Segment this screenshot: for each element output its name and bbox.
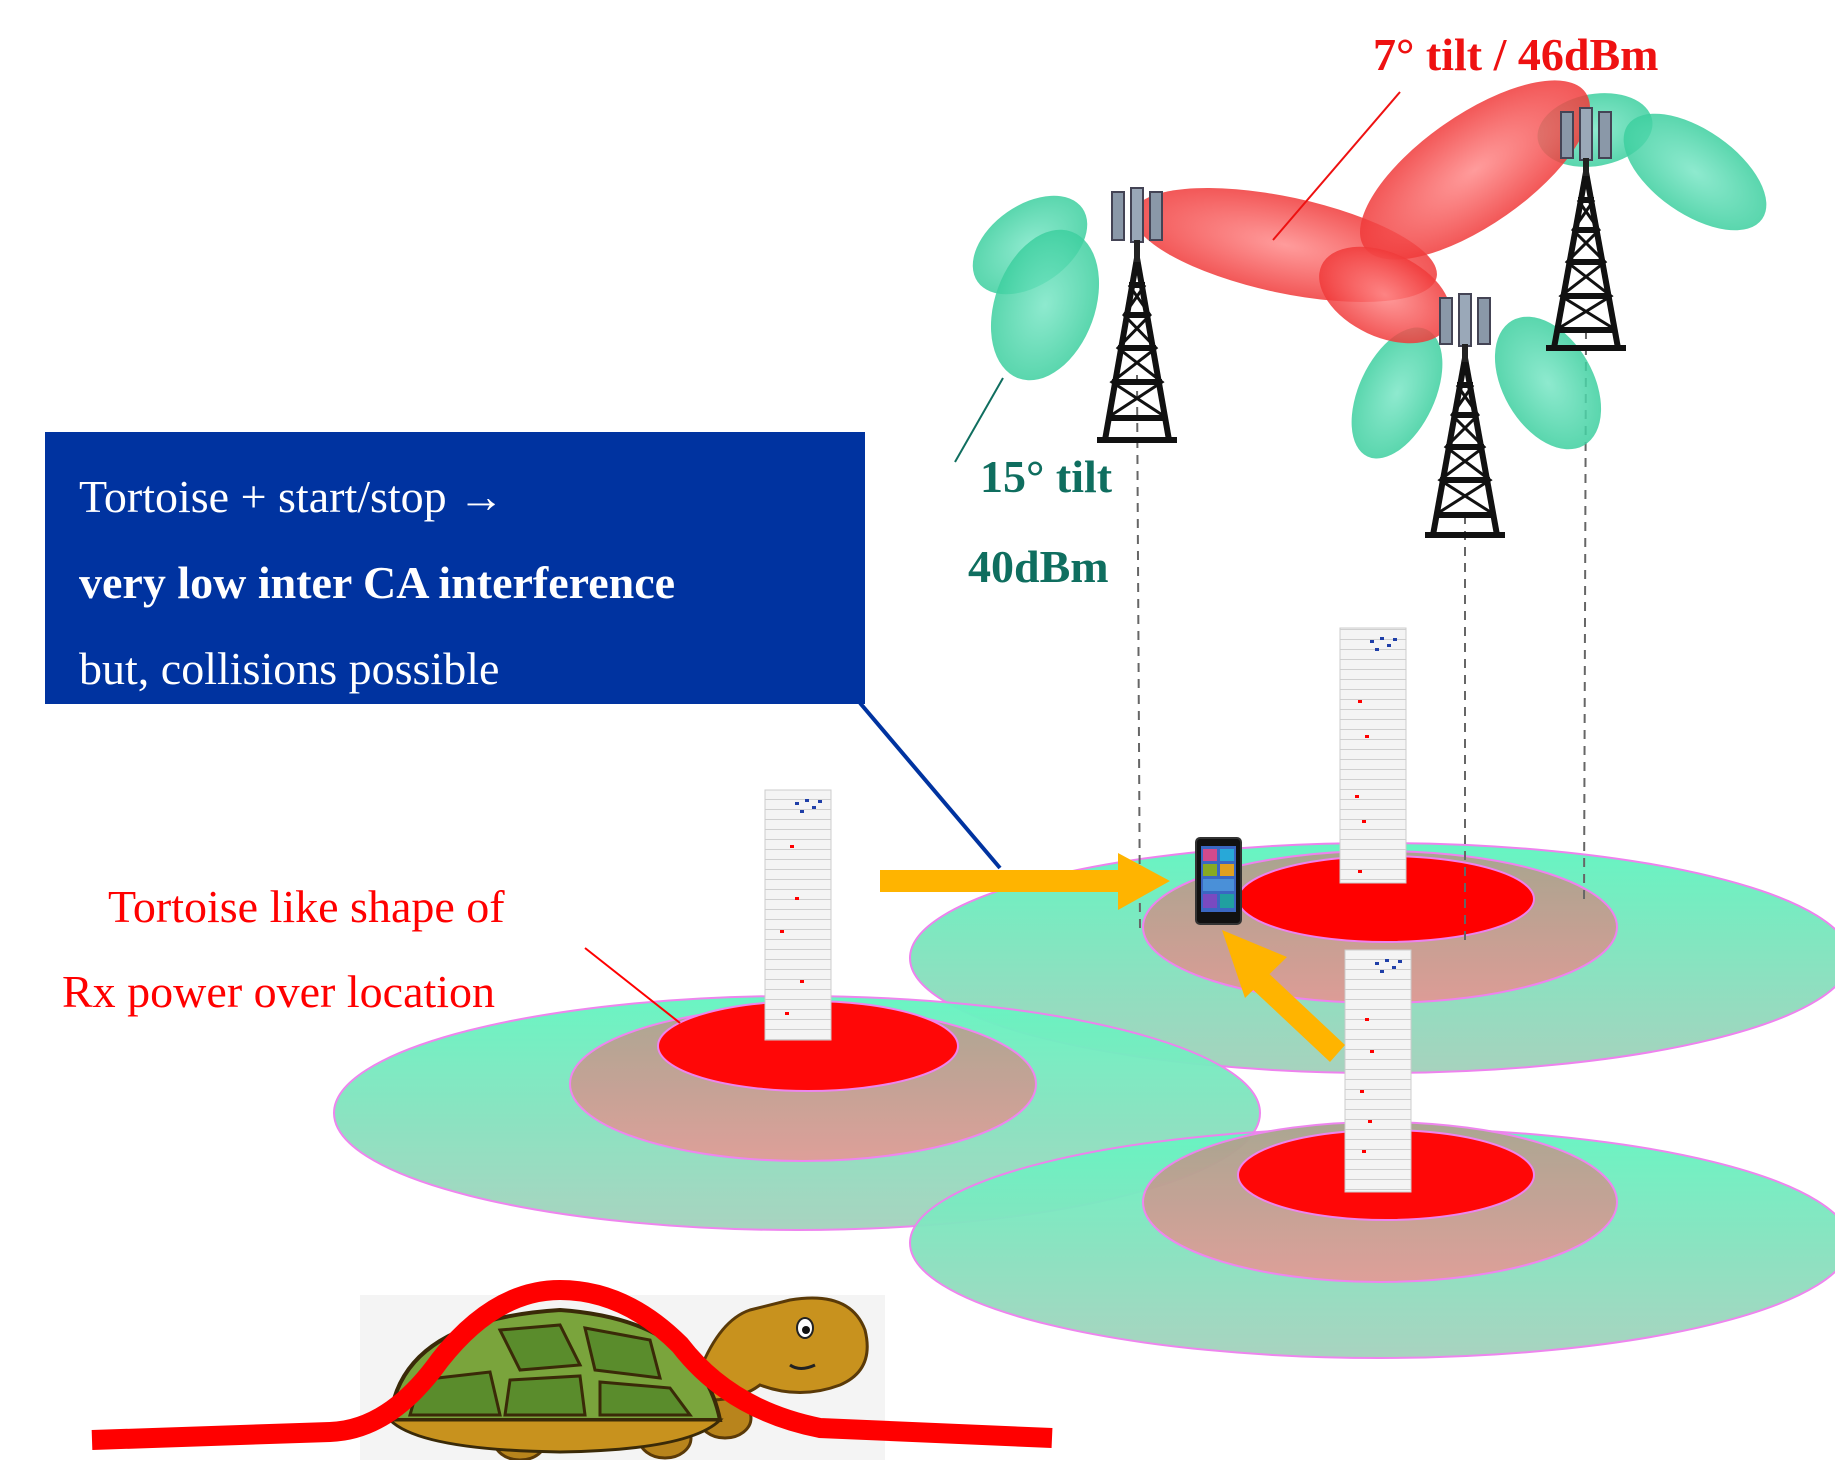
rx-power-curve (91, 1279, 1053, 1450)
low-tilt-label: 15° tilt (980, 451, 1113, 502)
leader-lines (584, 91, 1401, 1024)
high-power-tilt-label: 7° tilt / 46dBm (1373, 29, 1659, 80)
smartphone-icon (1195, 837, 1242, 925)
resource-stack (1339, 627, 1407, 884)
cell-tower-icon (1425, 293, 1505, 538)
info-line-3: but, collisions possible (79, 643, 500, 694)
tortoise-caption-line-2: Rx power over location (62, 966, 496, 1017)
projection-lines (1136, 329, 1587, 940)
tortoise-caption-line-1: Tortoise like shape of (108, 881, 505, 932)
info-box: Tortoise + start/stop → very low inter C… (45, 432, 865, 704)
resource-stack (764, 789, 832, 1041)
cell-tower-icon (1097, 187, 1177, 443)
arrow-icon (880, 853, 1170, 910)
low-power-label: 40dBm (968, 541, 1109, 592)
cell-tower-icon (1546, 107, 1626, 351)
beams (972, 80, 1767, 459)
arrow-icon (1222, 930, 1345, 1062)
info-line-1: Tortoise + start/stop → (79, 471, 505, 522)
resource-stack (1344, 949, 1412, 1193)
info-line-2: very low inter CA interference (79, 557, 676, 608)
